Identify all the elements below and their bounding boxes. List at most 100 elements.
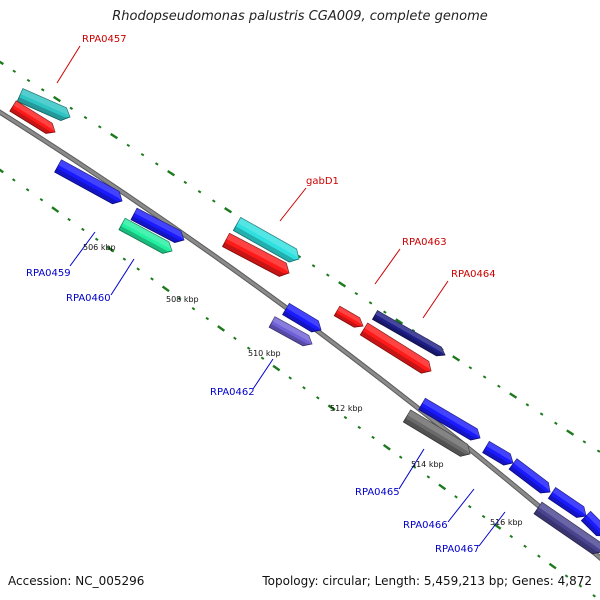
tick-inner [0,168,4,174]
tick-inner [25,188,30,192]
gene-9[interactable] [333,305,364,328]
gene-arrow-body [268,316,313,347]
gene-label-leader [398,448,425,490]
tick-inner [51,206,60,213]
gene-arrow-body [402,409,471,457]
gene-label[interactable]: RPA0460 [66,293,111,304]
gene-arrow-highlight [486,441,513,463]
gene-arrow-highlight [375,310,445,355]
tick-inner [150,277,154,281]
gene-5[interactable] [232,216,300,263]
gene-label[interactable]: RPA0466 [403,520,448,531]
gene-label[interactable]: RPA0467 [435,544,480,555]
gene-arrow-body [482,440,514,466]
kbp-label: 506 kbp [83,243,116,252]
gene-arrow-shadow [360,331,431,374]
gene-6[interactable] [221,232,290,277]
gene-arrow-body [418,397,481,441]
tick-outer [482,375,487,379]
tick-inner [548,562,557,570]
gene-10[interactable] [371,310,446,357]
tick-inner [191,306,196,311]
gene-arrow-highlight [513,458,550,492]
tick-outer [468,366,473,370]
gene-arrow-body [580,510,600,537]
gene-arrow-body [130,207,185,243]
gene-0[interactable] [16,88,71,122]
tick-outer [26,78,31,83]
gene-1[interactable] [9,100,56,134]
tick-inner [205,316,210,321]
kbp-label: 510 kbp [248,349,281,358]
tick-outer [154,162,159,166]
gene-arrow-shadow [548,494,586,518]
gene-label[interactable]: RPA0463 [402,237,447,248]
gene-arrow-highlight [407,410,470,454]
gene-arrow-shadow [54,168,123,204]
gene-arrow-body [232,216,300,263]
gene-arrow-shadow [233,226,299,263]
tick-inner [272,364,281,372]
tick-inner [481,514,486,519]
tick-inner [327,404,336,411]
gene-arrow-body [533,501,600,555]
gene-12[interactable] [402,409,471,457]
gene-label[interactable]: RPA0459 [26,268,71,279]
gene-label[interactable]: RPA0462 [210,387,255,398]
tick-outer [212,199,216,203]
gene-3[interactable] [118,217,173,254]
gene-14[interactable] [482,440,514,466]
gene-arrow-shadow [131,216,184,243]
gene-2[interactable] [54,159,123,205]
gene-arrow-highlight [237,217,299,259]
gene-8[interactable] [268,316,313,347]
gene-arrow-highlight [226,233,289,273]
tick-inner [94,237,99,242]
tick-outer [525,403,530,407]
tick-outer [140,152,145,157]
gene-label[interactable]: RPA0457 [82,34,127,45]
gene-arrow-highlight [134,208,184,240]
gene-label[interactable]: gabD1 [306,176,339,187]
gene-arrow-body [359,322,432,374]
tick-inner [233,336,237,341]
gene-17[interactable] [580,510,600,537]
gene-13[interactable] [418,397,481,441]
gene-arrow-highlight [13,100,55,132]
tick-outer [582,440,587,444]
tick-outer [40,88,45,92]
tick-layer [0,60,600,598]
gene-arrow-shadow [372,316,445,356]
tick-outer [566,429,575,436]
gene-4[interactable] [130,207,185,243]
kbp-label: 516 kbp [490,518,523,527]
tick-inner [136,267,140,271]
tick-inner [382,443,391,451]
gene-arrow-shadow [269,323,312,346]
tick-outer [326,273,330,277]
gene-7[interactable] [282,302,322,333]
tick-outer [53,95,62,103]
gene-label[interactable]: RPA0464 [451,269,496,280]
tick-outer [338,281,347,288]
gene-arrow-shadow [118,226,172,254]
gene-15[interactable] [508,458,551,494]
gene-arrow-highlight [272,316,312,344]
tick-inner [217,325,226,332]
gene-arrow-shadow [534,510,600,554]
gene-16[interactable] [547,487,587,518]
tick-inner [509,534,514,539]
gene-18[interactable] [533,501,600,555]
tick-inner [454,495,458,499]
gene-layer [9,88,600,555]
gene-arrow-highlight [58,159,122,201]
gene-label[interactable]: RPA0465 [355,487,400,498]
gene-arrow-shadow [282,310,321,332]
tick-outer [83,115,88,120]
gene-11[interactable] [359,322,432,374]
tick-inner [67,217,71,222]
tick-outer [354,291,359,296]
gene-arrow-shadow [418,405,480,441]
gene-arrow-body [547,487,587,518]
